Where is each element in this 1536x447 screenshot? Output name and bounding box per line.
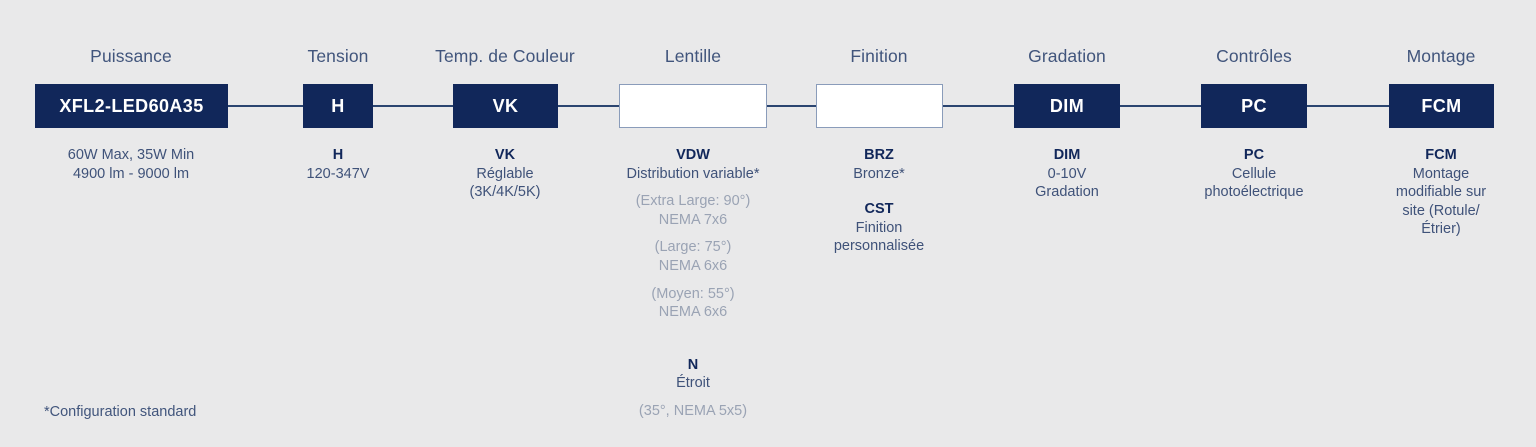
detail-line: (3K/4K/5K)	[469, 184, 541, 201]
detail-group: DIM 0-10V Gradation	[967, 146, 1167, 202]
detail-line: 120-347V	[306, 165, 370, 182]
connector-line-2	[371, 105, 455, 107]
column-header-controles: Contrôles	[1216, 46, 1292, 66]
column-header-gradation: Gradation	[1028, 46, 1106, 66]
sub-spacer	[593, 183, 793, 192]
detail-line: photoélectrique	[1204, 184, 1304, 201]
detail-code: VK	[494, 147, 516, 163]
connector-line-1	[226, 105, 305, 107]
detail-sub-line: NEMA 6x6	[658, 304, 728, 321]
detail-group: VDW Distribution variable* (Extra Large: 9…	[593, 146, 793, 322]
footnote: *Configuration standard	[44, 404, 197, 420]
option-chip-gradation[interactable]: DIM	[1014, 84, 1120, 128]
detail-spacer	[779, 183, 979, 200]
detail-code: BRZ	[864, 147, 894, 163]
detail-line: 0-10V	[1047, 165, 1087, 182]
connector-line-3	[556, 105, 621, 107]
column-details-gradation: DIM 0-10V Gradation	[967, 146, 1167, 202]
column-header-lentille: Lentille	[664, 46, 722, 66]
detail-sub-line: NEMA 6x6	[658, 257, 728, 274]
detail-line: modifiable sur	[1395, 184, 1487, 201]
detail-line: Étroit	[676, 375, 710, 392]
detail-code: DIM	[1053, 147, 1081, 163]
column-details-controles: PC Cellule photoélectrique	[1154, 146, 1354, 202]
detail-spacer	[593, 322, 793, 356]
connector-line-6	[1118, 105, 1203, 107]
detail-group: H 120-347V	[238, 146, 438, 183]
column-header-tension: Tension	[307, 46, 369, 66]
detail-code: CST	[864, 201, 894, 218]
detail-line: Étrier)	[1421, 221, 1461, 238]
detail-code: VDW	[676, 147, 710, 163]
detail-group: 60W Max, 35W Min 4900 lm - 9000 lm	[0, 146, 262, 183]
option-chip-puissance[interactable]: XFL2-LED60A35	[35, 84, 228, 128]
column-header-puissance: Puissance	[90, 46, 172, 66]
detail-sub-line: (Extra Large: 90°)	[635, 193, 751, 210]
column-details-puissance: 60W Max, 35W Min 4900 lm - 9000 lm	[0, 146, 262, 183]
detail-code: H	[332, 147, 344, 163]
detail-group: N Étroit (35°, NEMA 5x5)	[593, 356, 793, 421]
detail-line: Gradation	[1035, 184, 1099, 201]
detail-line: Bronze*	[853, 165, 905, 182]
detail-line: personnalisée	[833, 238, 925, 255]
detail-line: 4900 lm - 9000 lm	[72, 165, 190, 182]
sub-spacer	[593, 276, 793, 285]
connector-line-7	[1305, 105, 1391, 107]
option-chip-controles[interactable]: PC	[1201, 84, 1307, 128]
sub-spacer	[593, 229, 793, 238]
detail-sub-line: (Moyen: 55°)	[651, 285, 735, 302]
column-header-montage: Montage	[1406, 46, 1476, 66]
detail-group: BRZ Bronze*	[779, 146, 979, 183]
detail-line: Cellule	[1231, 165, 1277, 182]
detail-line: site (Rotule/	[1402, 202, 1480, 219]
detail-line: Réglable	[476, 165, 534, 182]
detail-group: VK Réglable (3K/4K/5K)	[405, 146, 605, 202]
option-chip-montage[interactable]: FCM	[1389, 84, 1494, 128]
option-chip-temp-de-couleur[interactable]: VK	[453, 84, 558, 128]
detail-line: 60W Max, 35W Min	[67, 147, 195, 163]
detail-sub-line: (35°, NEMA 5x5)	[638, 402, 748, 419]
column-details-tension: H 120-347V	[238, 146, 438, 183]
connector-line-5	[941, 105, 1016, 107]
detail-sub-line: (Large: 75°)	[654, 239, 732, 256]
detail-sub-line: NEMA 7x6	[658, 211, 728, 228]
column-header-finition: Finition	[850, 46, 908, 66]
sub-spacer	[593, 393, 793, 402]
connector-line-4	[765, 105, 818, 107]
detail-line: Finition	[855, 219, 903, 236]
detail-code: N	[687, 356, 699, 373]
detail-code: FCM	[1425, 147, 1457, 163]
option-chip-finition[interactable]	[816, 84, 943, 128]
detail-code: PC	[1243, 147, 1265, 163]
option-chip-tension[interactable]: H	[303, 84, 373, 128]
option-chip-lentille[interactable]	[619, 84, 767, 128]
column-header-temp-de-couleur: Temp. de Couleur	[435, 46, 575, 66]
detail-line: Distribution variable*	[626, 165, 760, 182]
detail-line: Montage	[1412, 165, 1470, 182]
column-details-lentille: VDW Distribution variable* (Extra Large: 9…	[593, 146, 793, 421]
column-details-temp-de-couleur: VK Réglable (3K/4K/5K)	[405, 146, 605, 202]
detail-group: PC Cellule photoélectrique	[1154, 146, 1354, 202]
